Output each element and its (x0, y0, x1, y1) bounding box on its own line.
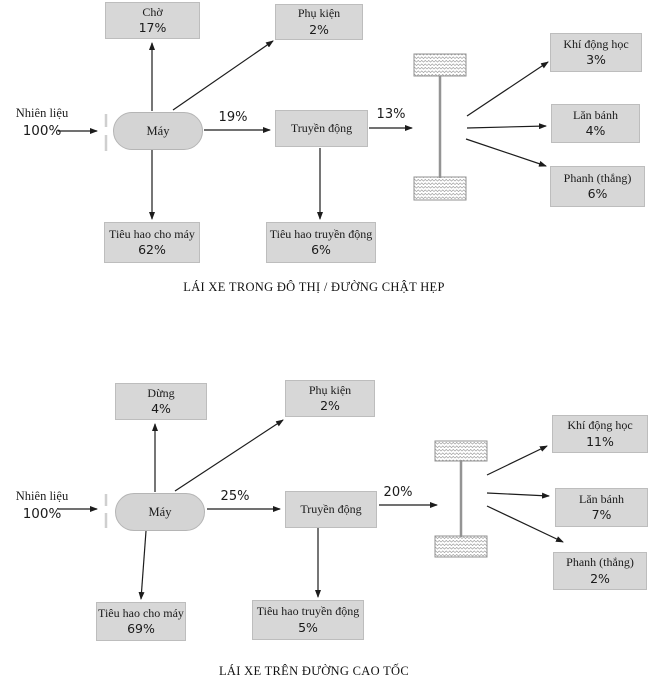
arrow-wheels-to-rolling (466, 123, 547, 130)
flow-arrows-layer-2 (58, 419, 564, 600)
transmission-box: Truyền động (285, 491, 377, 528)
accessories-loss-box: Phụ kiện 2% (275, 4, 363, 40)
aerodynamics-loss-box: Khí động học 11% (552, 415, 648, 453)
arrow-wheels-to-braking (465, 138, 547, 167)
diagram-highway-driving: Nhiên liệu 100% Máy Dừng 4% Phụ kiện 2% … (0, 375, 648, 699)
wheel-bottom (413, 176, 467, 201)
diagram-caption: LÁI XE TRÊN ĐƯỜNG CAO TỐC (219, 664, 409, 678)
engine-node: Máy (113, 112, 203, 150)
arrow-engine-to-accessories (174, 419, 284, 492)
engine-label: Máy (146, 123, 170, 138)
braking-loss-box: Phanh (thắng) 2% (553, 552, 647, 590)
engine-output-percent: 19% (218, 110, 248, 125)
fuel-label: Nhiên liệu (15, 489, 69, 503)
engine-label: Máy (148, 504, 172, 519)
arrow-wheels-to-aero (486, 445, 548, 476)
arrow-engine-to-engine-loss (138, 530, 147, 600)
rolling-loss-box: Lăn bánh 4% (551, 104, 640, 143)
engine-output-percent: 25% (220, 489, 250, 504)
aerodynamics-loss-box: Khí động học 3% (550, 33, 642, 72)
flow-arrows-layer-1 (58, 40, 549, 220)
transmission-loss-box: Tiêu hao truyền động 5% (252, 600, 364, 640)
idle-loss-box: Chờ 17% (105, 2, 200, 39)
fuel-label: Nhiên liệu (15, 106, 69, 120)
rolling-loss-box: Lăn bánh 7% (555, 488, 648, 527)
engine-node: Máy (115, 493, 205, 531)
wheel-bottom (434, 535, 488, 558)
fuel-value: 100% (22, 122, 62, 139)
fuel-input: Nhiên liệu 100% (0, 105, 84, 140)
arrow-wheels-to-rolling (486, 492, 550, 499)
arrow-engine-to-accessories (172, 40, 274, 111)
accessories-loss-box: Phụ kiện 2% (285, 380, 375, 417)
arrow-wheels-to-aero (466, 61, 549, 117)
diagram-caption: LÁI XE TRONG ĐÔ THỊ / ĐƯỜNG CHẬT HẸP (183, 280, 445, 294)
engine-loss-box: Tiêu hao cho máy 62% (104, 222, 200, 263)
diagram-urban-driving: Nhiên liệu 100% Máy Chờ 17% Phụ kiện 2% … (0, 0, 648, 312)
braking-loss-box: Phanh (thắng) 6% (550, 166, 645, 207)
engine-loss-box: Tiêu hao cho máy 69% (96, 602, 186, 641)
transmission-output-percent: 13% (376, 107, 406, 122)
wheel-top (434, 440, 488, 462)
fuel-value: 100% (22, 505, 62, 522)
transmission-box: Truyền động (275, 110, 368, 147)
idle-loss-box: Dừng 4% (115, 383, 207, 420)
fuel-input: Nhiên liệu 100% (0, 488, 84, 523)
transmission-loss-box: Tiêu hao truyền động 6% (266, 222, 376, 263)
arrow-wheels-to-braking (486, 505, 564, 543)
wheel-top (413, 53, 467, 77)
transmission-output-percent: 20% (383, 485, 413, 500)
